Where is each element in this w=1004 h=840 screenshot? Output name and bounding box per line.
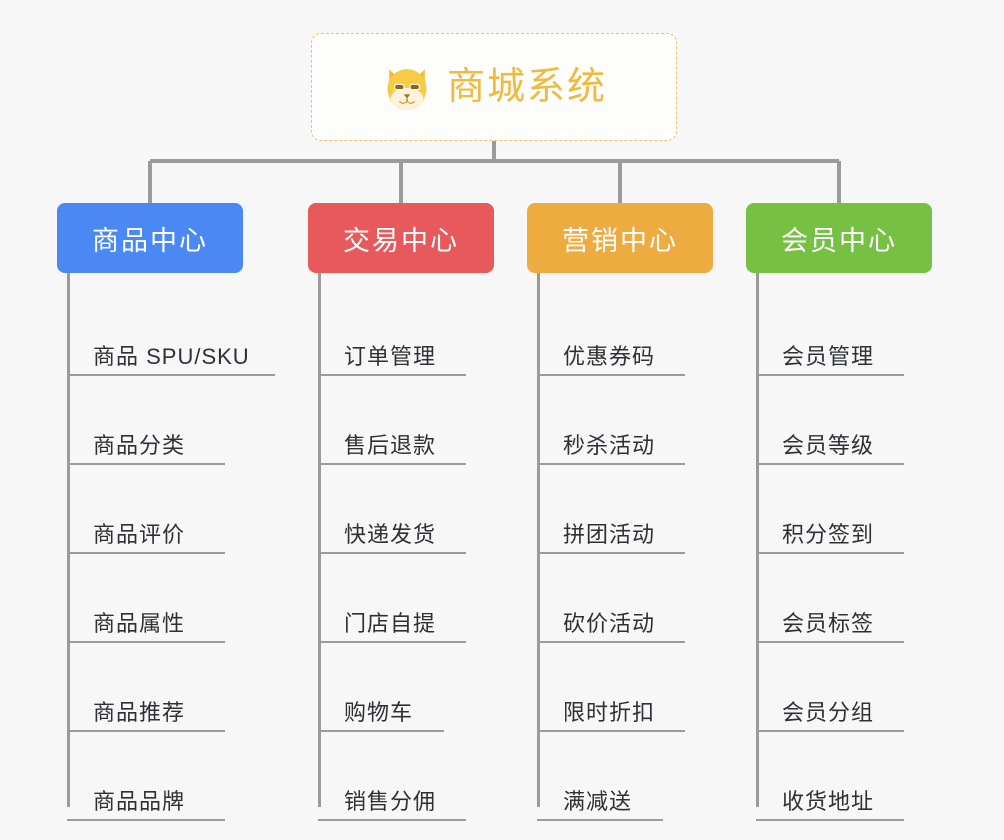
leaf-label: 快递发货 xyxy=(344,522,437,547)
leaf-item[interactable]: 门店自提 xyxy=(308,554,494,643)
leaf-underline xyxy=(537,730,685,732)
leaf-label: 积分签到 xyxy=(782,522,875,547)
leaf-item[interactable]: 秒杀活动 xyxy=(527,376,713,465)
leaf-underline xyxy=(318,819,466,821)
leaf-list: 优惠券码秒杀活动拼团活动砍价活动限时折扣满减送 xyxy=(527,273,713,821)
category-column-1: 商品中心商品 SPU/SKU 商品分类商品评价商品属性商品推荐商品品牌 xyxy=(57,203,275,821)
leaf-label: 满减送 xyxy=(563,789,633,814)
leaf-underline xyxy=(537,819,663,821)
column-spine xyxy=(67,273,70,807)
leaf-underline xyxy=(318,374,466,376)
leaf-underline xyxy=(67,552,225,554)
shiba-dog-face-icon xyxy=(387,69,427,110)
leaf-underline xyxy=(67,819,225,821)
leaf-label: 商品 SPU/SKU xyxy=(93,344,250,369)
leaf-item[interactable]: 商品推荐 xyxy=(57,643,243,732)
leaf-item[interactable]: 商品品牌 xyxy=(57,732,243,821)
leaf-label: 购物车 xyxy=(344,700,414,725)
leaf-label: 会员分组 xyxy=(782,700,875,725)
category-column-3: 营销中心优惠券码秒杀活动拼团活动砍价活动限时折扣满减送 xyxy=(527,203,713,821)
category-column-2: 交易中心订单管理售后退款快递发货门店自提购物车销售分佣 xyxy=(308,203,494,821)
leaf-underline xyxy=(67,641,225,643)
leaf-underline xyxy=(537,552,685,554)
leaf-label: 商品分类 xyxy=(93,433,186,458)
leaf-item[interactable]: 订单管理 xyxy=(308,287,494,376)
leaf-underline xyxy=(537,463,685,465)
leaf-label: 会员等级 xyxy=(782,433,875,458)
leaf-list: 会员管理会员等级积分签到会员标签会员分组收货地址 xyxy=(746,273,932,821)
leaf-underline xyxy=(756,730,904,732)
category-header[interactable]: 会员中心 xyxy=(746,203,932,273)
leaf-underline xyxy=(318,552,466,554)
leaf-label: 门店自提 xyxy=(344,611,437,636)
leaf-item[interactable]: 购物车 xyxy=(308,643,494,732)
leaf-label: 会员管理 xyxy=(782,344,875,369)
leaf-underline xyxy=(67,463,225,465)
leaf-label: 优惠券码 xyxy=(563,344,656,369)
leaf-label: 拼团活动 xyxy=(563,522,656,547)
leaf-underline xyxy=(318,730,444,732)
root-title: 商城系统 xyxy=(446,66,607,108)
leaf-item[interactable]: 会员标签 xyxy=(746,554,932,643)
leaf-item[interactable]: 销售分佣 xyxy=(308,732,494,821)
leaf-list: 商品 SPU/SKU 商品分类商品评价商品属性商品推荐商品品牌 xyxy=(57,273,275,821)
leaf-item[interactable]: 拼团活动 xyxy=(527,465,713,554)
leaf-item[interactable]: 满减送 xyxy=(527,732,713,821)
leaf-label: 售后退款 xyxy=(344,433,437,458)
leaf-underline xyxy=(67,374,275,376)
leaf-label: 销售分佣 xyxy=(344,789,437,814)
leaf-underline xyxy=(537,374,685,376)
leaf-label: 秒杀活动 xyxy=(563,433,656,458)
category-header[interactable]: 营销中心 xyxy=(527,203,713,273)
leaf-item[interactable]: 商品分类 xyxy=(57,376,243,465)
leaf-underline xyxy=(756,374,904,376)
leaf-underline xyxy=(756,552,904,554)
leaf-label: 商品品牌 xyxy=(93,789,186,814)
column-spine xyxy=(537,273,540,807)
leaf-item[interactable]: 会员等级 xyxy=(746,376,932,465)
leaf-label: 商品属性 xyxy=(93,611,186,636)
category-header[interactable]: 商品中心 xyxy=(57,203,243,273)
leaf-item[interactable]: 限时折扣 xyxy=(527,643,713,732)
leaf-item[interactable]: 商品 SPU/SKU xyxy=(57,287,275,376)
leaf-item[interactable]: 优惠券码 xyxy=(527,287,713,376)
leaf-item[interactable]: 收货地址 xyxy=(746,732,932,821)
leaf-underline xyxy=(756,819,904,821)
leaf-label: 会员标签 xyxy=(782,611,875,636)
column-spine xyxy=(756,273,759,807)
root-node[interactable]: 商城系统 xyxy=(311,33,677,141)
leaf-underline xyxy=(756,641,904,643)
leaf-item[interactable]: 商品评价 xyxy=(57,465,243,554)
leaf-label: 商品推荐 xyxy=(93,700,186,725)
leaf-label: 限时折扣 xyxy=(563,700,656,725)
leaf-label: 砍价活动 xyxy=(563,611,656,636)
leaf-item[interactable]: 售后退款 xyxy=(308,376,494,465)
leaf-list: 订单管理售后退款快递发货门店自提购物车销售分佣 xyxy=(308,273,494,821)
leaf-item[interactable]: 会员管理 xyxy=(746,287,932,376)
leaf-item[interactable]: 会员分组 xyxy=(746,643,932,732)
leaf-label: 商品评价 xyxy=(93,522,186,547)
leaf-underline xyxy=(67,730,225,732)
category-header[interactable]: 交易中心 xyxy=(308,203,494,273)
leaf-underline xyxy=(537,641,685,643)
leaf-item[interactable]: 积分签到 xyxy=(746,465,932,554)
category-column-4: 会员中心会员管理会员等级积分签到会员标签会员分组收货地址 xyxy=(746,203,932,821)
leaf-item[interactable]: 快递发货 xyxy=(308,465,494,554)
leaf-underline xyxy=(756,463,904,465)
leaf-label: 订单管理 xyxy=(344,344,437,369)
leaf-item[interactable]: 商品属性 xyxy=(57,554,243,643)
leaf-underline xyxy=(318,463,466,465)
leaf-item[interactable]: 砍价活动 xyxy=(527,554,713,643)
leaf-label: 收货地址 xyxy=(782,789,875,814)
leaf-underline xyxy=(318,641,466,643)
column-spine xyxy=(318,273,321,807)
